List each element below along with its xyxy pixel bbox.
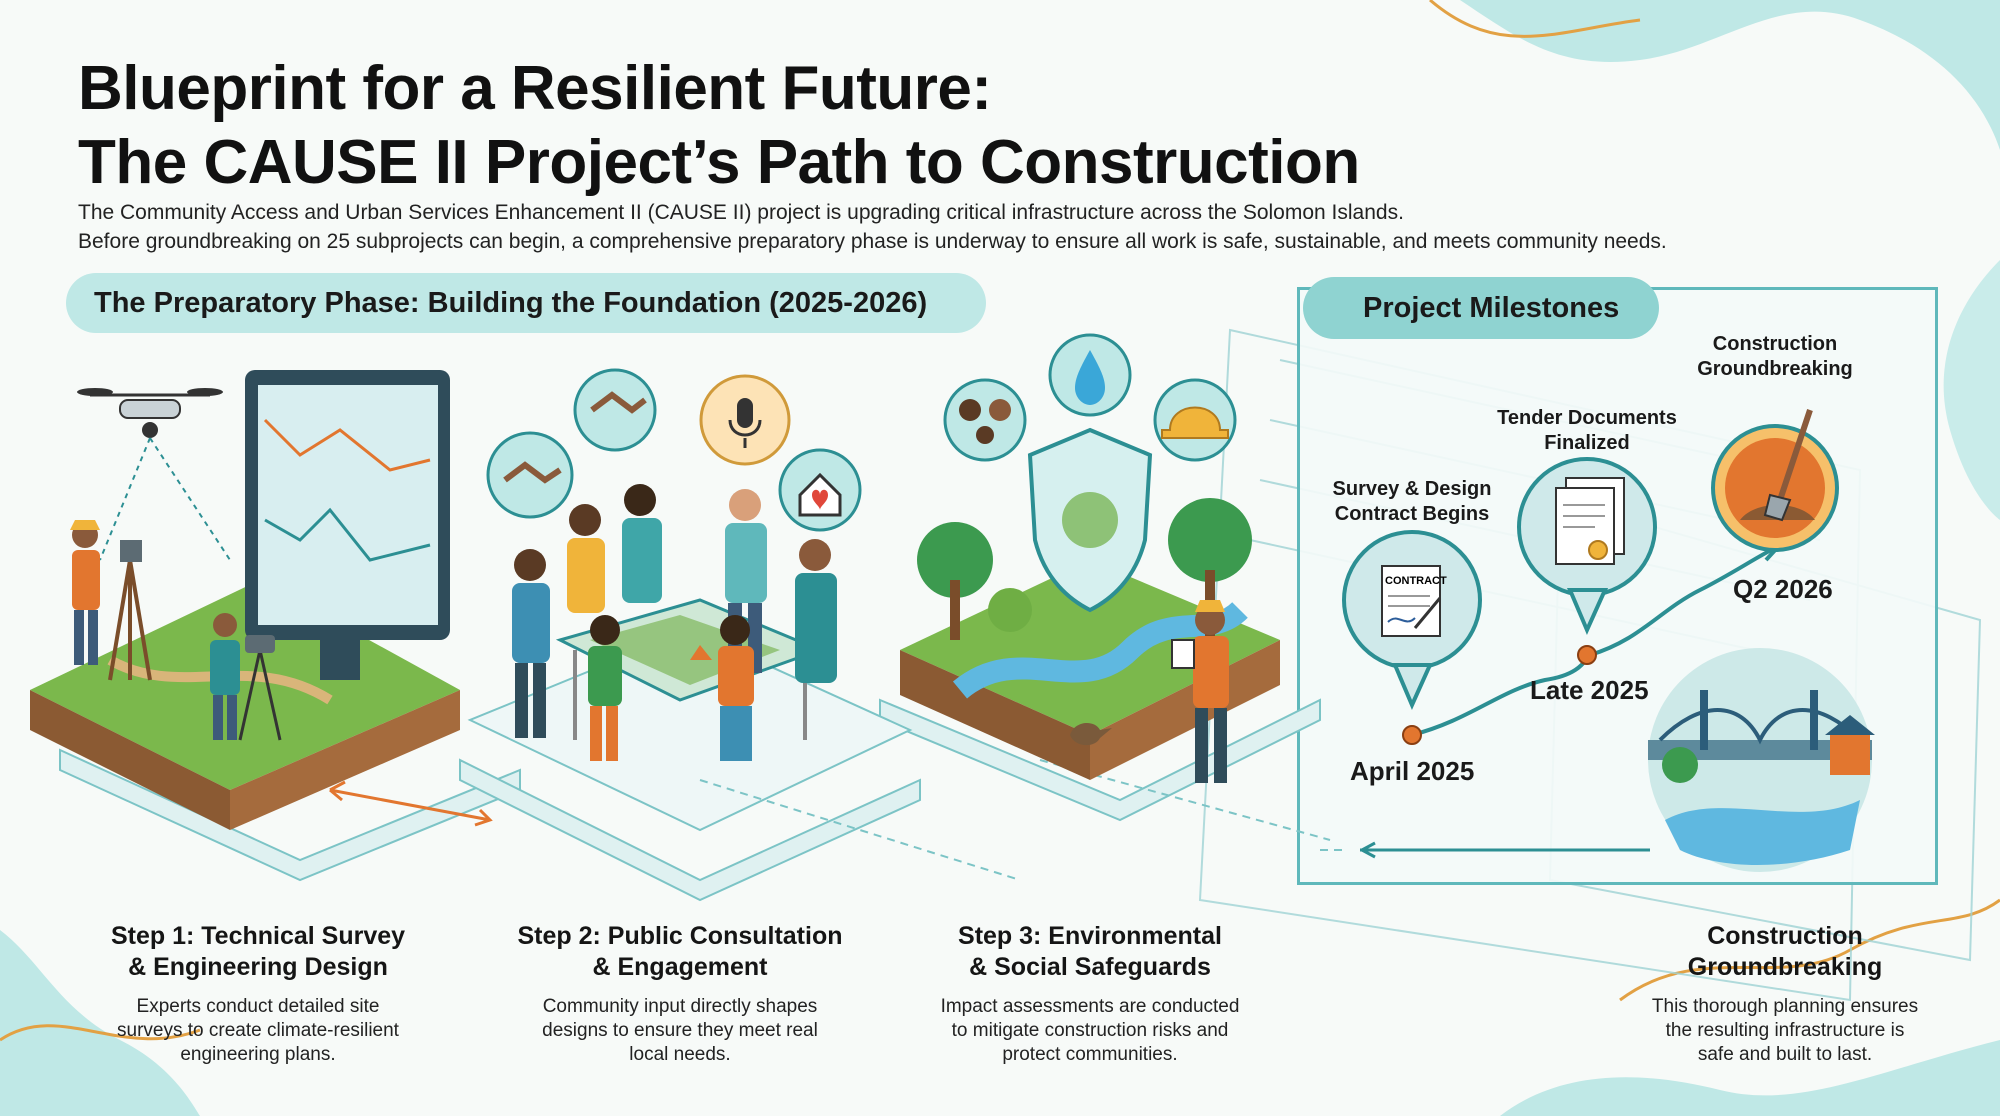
right-wave-line (1429, 0, 1641, 38)
duck-icon (1070, 723, 1112, 746)
step-1-title: Step 1: Technical Survey & Engineering D… (88, 921, 428, 983)
title-line-1: Blueprint for a Resilient Future: (78, 54, 992, 123)
milestone-1-title: Survey & Design Contract Begins (1322, 477, 1502, 527)
step-4-desc-line-1: This thorough planning ensures (1651, 996, 1919, 1017)
milestone-2-title-line-2: Finalized (1544, 432, 1630, 454)
step-3: Step 3: Environmental & Social Safeguard… (910, 921, 1270, 1067)
inspector-figure (1171, 600, 1229, 783)
documents-icon (1517, 457, 1657, 635)
title-line-2: The CAUSE II Project’s Path to Construct… (78, 128, 1360, 197)
milestone-dot-1 (1402, 725, 1422, 745)
step-4-title-line-1: Construction (1707, 922, 1863, 950)
surveyor-figure-1 (70, 520, 152, 681)
microphone-icon (737, 398, 753, 428)
step-3-title-line-1: Step 3: Environmental (958, 922, 1222, 950)
milestone-1-title-line-1: Survey & Design (1332, 478, 1492, 500)
phase-heading: The Preparatory Phase: Building the Foun… (66, 273, 986, 333)
step-4: Construction Groundbreaking This thoroug… (1610, 921, 1960, 1067)
step-2-desc-line-1: Community input directly shapes (542, 996, 818, 1017)
hardhat-icon (1161, 406, 1229, 439)
step-2-title-line-1: Step 2: Public Consultation (517, 922, 843, 950)
step-4-title-line-2: Groundbreaking (1687, 953, 1883, 981)
flow-dashes (699, 759, 1345, 881)
people-group (512, 484, 837, 761)
left-wave-line (0, 1024, 201, 1042)
bridge-scene (1648, 648, 1875, 872)
intro-text: The Community Access and Urban Services … (78, 198, 1667, 256)
milestones-heading: Project Milestones (1303, 277, 1659, 339)
step-4-description: This thorough planning ensures the resul… (1610, 995, 1960, 1067)
milestone-1-title-line-2: Contract Begins (1334, 503, 1490, 525)
step-1-title-line-2: & Engineering Design (128, 953, 388, 981)
bottom-wave-line (1619, 898, 2000, 1002)
water-drop-icon (1075, 350, 1105, 405)
milestone-2-title-line-1: Tender Documents (1497, 407, 1677, 429)
step-3-desc-line-2: to mitigate construction risks and (951, 1020, 1229, 1041)
top-right-blob (1460, 0, 2000, 150)
step-1-title-line-1: Step 1: Technical Survey (110, 922, 406, 950)
step-3-desc-line-3: protect communities. (1002, 1044, 1178, 1065)
milestone-3-title-line-1: Construction (1712, 333, 1838, 355)
page-title: Blueprint for a Resilient Future: The CA… (78, 52, 1360, 200)
milestone-3-title: Construction Groundbreaking (1690, 332, 1860, 382)
step-4-desc-line-2: the resulting infrastructure is (1665, 1020, 1905, 1041)
milestone-3-title-line-2: Groundbreaking (1697, 358, 1853, 380)
milestone-dot-2 (1577, 645, 1597, 665)
milestone-2-title: Tender Documents Finalized (1487, 406, 1687, 456)
step-1: Step 1: Technical Survey & Engineering D… (88, 921, 428, 1067)
flow-arrows (329, 780, 493, 827)
milestone-3-date: Q2 2026 (1733, 574, 1833, 604)
step-2-desc-line-3: local needs. (629, 1044, 731, 1065)
step-2-desc-line-2: designs to ensure they meet real (542, 1020, 818, 1041)
handshake-icon (590, 391, 647, 414)
milestone-2-date: Late 2025 (1530, 675, 1649, 705)
surveyor-figure-2 (210, 613, 282, 741)
step-3-title: Step 3: Environmental & Social Safeguard… (910, 921, 1270, 983)
step-4-desc-line-3: safe and built to last. (1697, 1044, 1873, 1065)
step-2-title: Step 2: Public Consultation & Engagement (500, 921, 860, 983)
step-2-title-line-2: & Engagement (592, 953, 768, 981)
consultation-scene (486, 368, 862, 761)
drone-icon (77, 388, 231, 561)
step-3-desc-line-1: Impact assessments are conducted (940, 996, 1240, 1017)
milestone-1-date: April 2025 (1350, 756, 1475, 786)
step-4-title: Construction Groundbreaking (1610, 921, 1960, 983)
intro-line-1: The Community Access and Urban Services … (78, 201, 1404, 224)
step-1-desc-line-3: engineering plans. (180, 1044, 336, 1065)
shovel-icon (1711, 409, 1839, 552)
step-1-desc-line-2: surveys to create climate-resilient (117, 1020, 399, 1041)
right-blob (1943, 260, 2000, 520)
milestone-timeline: CONTRACT (1342, 409, 1875, 872)
bottom-right-blob (1500, 1040, 2000, 1116)
step-2-description: Community input directly shapes designs … (500, 995, 860, 1067)
handshake-icon (503, 461, 562, 484)
speech-bubbles (486, 368, 862, 532)
contract-icon-label: CONTRACT (1385, 575, 1447, 587)
environment-island (900, 333, 1280, 783)
step-3-description: Impact assessments are conducted to miti… (910, 995, 1270, 1067)
step-2: Step 2: Public Consultation & Engagement… (500, 921, 860, 1067)
contract-icon: CONTRACT (1342, 530, 1482, 710)
intro-line-2: Before groundbreaking on 25 subprojects … (78, 230, 1667, 253)
survey-island (30, 370, 460, 830)
bottom-left-blob (0, 930, 200, 1116)
step-1-desc-line-1: Experts conduct detailed site (136, 996, 380, 1017)
step-3-title-line-2: & Social Safeguards (969, 953, 1211, 981)
step-1-description: Experts conduct detailed site surveys to… (88, 995, 428, 1067)
family-bubble (943, 378, 1027, 462)
